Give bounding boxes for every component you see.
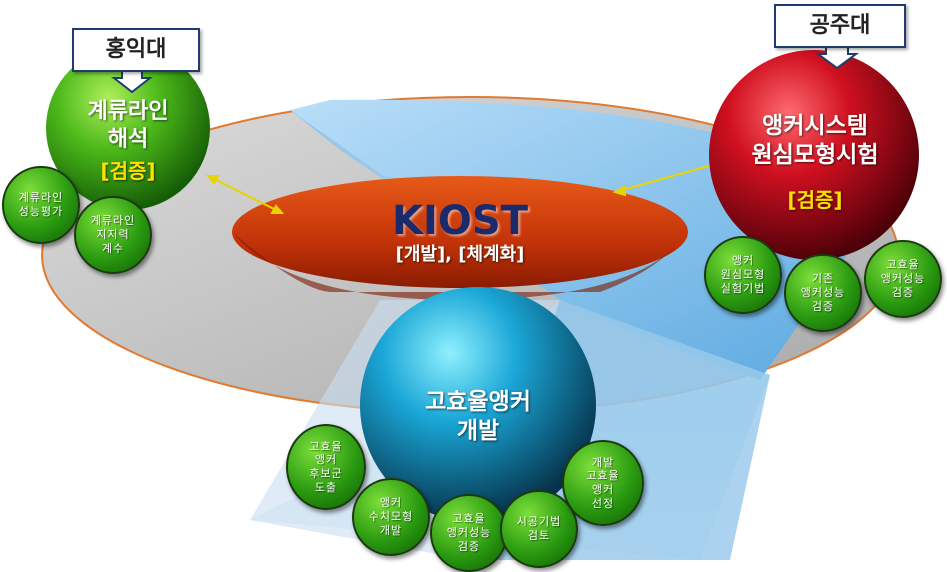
bottom-item: 고효율 앵커성능 검증 <box>430 494 508 572</box>
bottom-item: 고효율 앵커 후보군 도출 <box>286 424 366 510</box>
right-item: 기존 앵커성능 검증 <box>784 254 862 332</box>
left-sphere-label: 계류라인 해석 [검증] <box>58 98 198 184</box>
right-sphere-line1: 앵커시스템 <box>762 113 868 139</box>
bottom-item: 시공기법 검토 <box>500 490 578 568</box>
kiost-hub <box>232 176 688 300</box>
right-org-tag: 공주대 <box>774 4 906 48</box>
bottom-item: 앵커 수치모형 개발 <box>352 478 430 556</box>
right-sphere <box>709 50 919 260</box>
left-sphere-line2: 해석 <box>107 126 149 152</box>
center-sphere <box>360 287 596 523</box>
right-sphere-role: [검증] <box>787 187 843 212</box>
left-sphere-role: [검증] <box>100 159 156 183</box>
kiost-title: KIOST <box>392 198 528 244</box>
right-sphere-line2: 원심모형시험 <box>751 141 879 168</box>
left-sphere <box>46 46 210 210</box>
left-org-tag: 홍익대 <box>72 28 200 72</box>
connector-arrows <box>205 164 713 214</box>
left-sphere-line1: 계류라인 <box>87 99 169 124</box>
right-sphere-label: 앵커시스템 원심모형시험 [검증] <box>720 112 910 213</box>
left-item: 계류라인 지지력 계수 <box>74 196 152 274</box>
right-item: 고효율 앵커성능 검증 <box>864 240 942 318</box>
right-item: 앵커 원심모형 실험기법 <box>704 236 782 314</box>
left-item: 계류라인 성능평가 <box>2 166 80 244</box>
center-sphere-line2: 개발 <box>456 417 500 444</box>
bottom-item: 개발 고효율 앵커 선정 <box>562 440 644 526</box>
kiost-subtitle: [개발], [체계화] <box>395 244 525 265</box>
center-sphere-line1: 고효율앵커 <box>425 389 531 415</box>
center-sphere-label: 고효율앵커 개발 <box>398 388 558 446</box>
